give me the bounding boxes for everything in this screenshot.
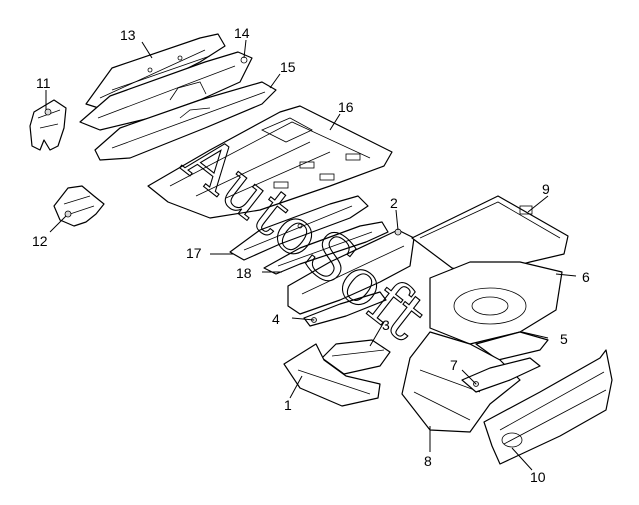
part-14-member (79, 51, 253, 131)
callout-7: 7 (450, 357, 458, 373)
part-10-rear-panel (483, 349, 613, 465)
part-11-bracket (29, 99, 67, 151)
callout-3: 3 (382, 317, 390, 333)
callout-14: 14 (234, 25, 250, 41)
callout-10: 10 (530, 469, 546, 485)
callout-9: 9 (542, 181, 550, 197)
callout-15: 15 (280, 59, 296, 75)
callout-5: 5 (560, 331, 568, 347)
leader-lines (45, 39, 577, 471)
callout-13: 13 (120, 27, 136, 43)
callout-8: 8 (424, 453, 432, 469)
callout-11: 11 (36, 75, 51, 91)
callout-2: 2 (390, 195, 398, 211)
callout-12: 12 (32, 233, 48, 249)
part-1-floor-pan (283, 343, 381, 407)
part-15-crossmember (94, 81, 277, 161)
callout-17: 17 (186, 245, 202, 261)
part-16-floor-panel (147, 105, 393, 219)
part-17-sill (229, 195, 369, 261)
part-18-reinforcement (263, 221, 389, 275)
callout-16: 16 (338, 99, 354, 115)
callout-6: 6 (582, 269, 590, 285)
callout-4: 4 (272, 311, 280, 327)
callout-18: 18 (236, 265, 252, 281)
callout-1: 1 (284, 397, 292, 413)
part-6-wheel-well (429, 261, 563, 345)
callout-labels: 1 2 3 4 5 6 7 8 9 10 11 12 13 14 15 16 1… (32, 25, 590, 485)
part-12-mount (53, 185, 105, 227)
part-2-center-floor (287, 228, 415, 315)
